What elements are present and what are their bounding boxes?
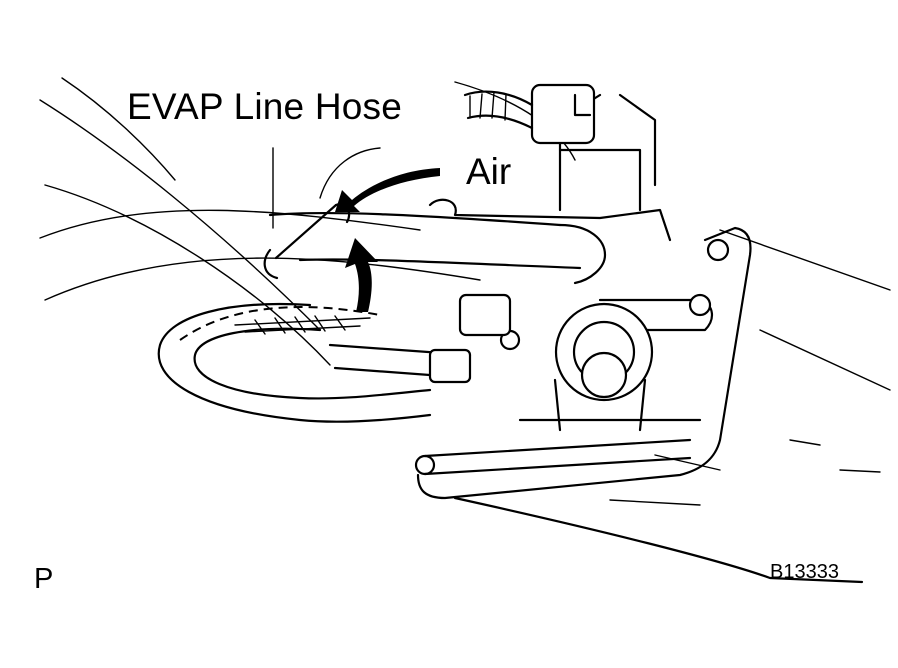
background-contours	[39, 77, 891, 506]
canister-valve-unit	[414, 83, 752, 500]
evap-line-hose-label: EVAP Line Hose	[127, 86, 402, 127]
corner-letter: P	[34, 563, 54, 595]
figure-code: B13333	[770, 561, 839, 583]
lower-loop-hose	[157, 302, 472, 423]
figure-code-underline	[453, 496, 864, 584]
curved-arrow-icon	[319, 147, 440, 312]
main-hose	[263, 202, 607, 285]
air-label: Air	[466, 151, 512, 192]
